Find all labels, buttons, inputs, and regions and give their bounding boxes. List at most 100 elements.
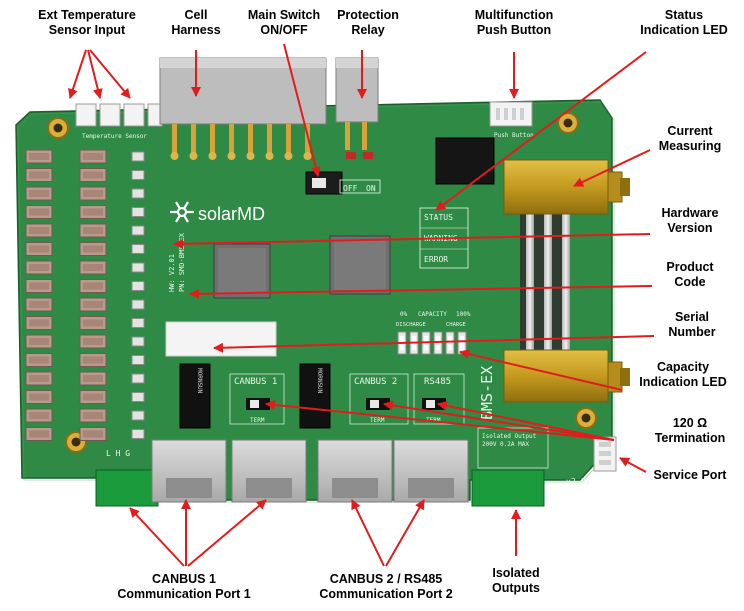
- smd-component: [131, 225, 145, 236]
- smd-component: [131, 410, 145, 421]
- solder-pad: [170, 152, 179, 160]
- svg-text:Temperature Sensor: Temperature Sensor: [82, 133, 147, 140]
- arrow-status-led: [435, 51, 647, 211]
- svg-text:solarMD: solarMD: [198, 204, 265, 224]
- svg-text:OFF: OFF: [343, 184, 358, 193]
- balancing-resistors: [25, 149, 145, 441]
- harness-pin: [191, 124, 196, 154]
- arrow-canbus2-a: [351, 499, 385, 567]
- svg-text:ON: ON: [366, 184, 376, 193]
- push-button-connector: Push Button: [489, 101, 534, 139]
- isolated-output-label: Isolated Output 200V 0.2A MAX: [477, 427, 549, 469]
- smd-component: [131, 170, 145, 180]
- solder-pad: [208, 152, 217, 160]
- arrow-termination-3: [437, 400, 615, 441]
- svg-text:MORNSUN: MORNSUN: [316, 368, 323, 394]
- svg-text:CAPACITY: CAPACITY: [418, 311, 447, 318]
- svg-text:CANBUS 2: CANBUS 2: [354, 377, 397, 387]
- arrow-ext-temp-1: [68, 49, 87, 99]
- cell-harness-connector: [159, 57, 327, 160]
- main-switch: OFF ON: [305, 171, 381, 195]
- svg-text:ERROR: ERROR: [424, 255, 448, 264]
- harness-pin: [248, 124, 253, 154]
- svg-text:Isolated Output: Isolated Output: [482, 433, 537, 440]
- arrow-serial-number: [213, 335, 655, 353]
- solder-pad: [284, 152, 293, 160]
- bms-ex-label: BMS-EX: [478, 366, 496, 420]
- svg-text:RS485: RS485: [424, 377, 451, 387]
- svg-text:100%: 100%: [456, 311, 471, 318]
- svg-text:CHARGE: CHARGE: [446, 322, 466, 328]
- svg-text:0%: 0%: [400, 311, 408, 318]
- rj45-ports: [151, 439, 469, 503]
- arrow-canbus1-c: [187, 499, 267, 567]
- service-port-connector: v2.01: [566, 436, 617, 486]
- harness-pin: [229, 124, 234, 154]
- arrow-termination-1: [265, 399, 615, 441]
- svg-text:Push Button: Push Button: [494, 132, 534, 139]
- solarmd-logo: solarMD: [170, 201, 265, 224]
- svg-text:TERM: TERM: [250, 417, 265, 424]
- harness-pin: [210, 124, 215, 154]
- smd-component: [131, 429, 145, 439]
- arrow-hardware-version: [173, 233, 651, 249]
- solder-pad: [227, 152, 236, 160]
- svg-text:HW: V2.01: HW: V2.01: [168, 254, 176, 292]
- svg-text:v2.01: v2.01: [566, 477, 590, 486]
- arrow-main-switch: [283, 43, 321, 177]
- solder-pad: [265, 152, 274, 160]
- svg-text:STATUS: STATUS: [424, 213, 453, 222]
- callout-arrows: [68, 43, 655, 567]
- solder-pad: [246, 152, 255, 160]
- svg-text:DISCHARGE: DISCHARGE: [396, 322, 426, 328]
- arrow-canbus2-b: [385, 499, 425, 567]
- arrow-canbus1-a: [129, 507, 185, 567]
- svg-text:MORNSUN: MORNSUN: [196, 368, 203, 394]
- smd-component: [131, 299, 145, 310]
- smd-component: [131, 392, 145, 402]
- temperature-connectors: Temperature Sensor: [75, 103, 163, 140]
- isolator-chips: MORNSUN MORNSUN: [179, 363, 331, 429]
- svg-text:CANBUS 1: CANBUS 1: [234, 377, 277, 387]
- power-module: [435, 137, 495, 185]
- svg-text:TERM: TERM: [370, 417, 385, 424]
- smd-component: [131, 336, 145, 347]
- svg-text:L H G: L H G: [106, 449, 130, 458]
- arrow-service-port: [619, 457, 647, 473]
- serial-number-label: [165, 321, 277, 357]
- smd-component: [131, 188, 145, 199]
- solder-pad: [303, 152, 312, 160]
- smd-component: [131, 373, 145, 384]
- hardware-version-marking: HW: V2.01 PN: SMD-BMS-EX: [168, 232, 186, 292]
- green-terminal-blocks: L H G: [95, 449, 545, 507]
- harness-pin: [267, 124, 272, 154]
- callout-service-port: Service Port: [653, 468, 727, 482]
- smd-component: [131, 244, 145, 254]
- smd-component: [131, 355, 145, 365]
- arrow-ext-temp-2: [87, 49, 103, 99]
- arrow-termination-2: [383, 400, 615, 441]
- solder-pad: [189, 152, 198, 160]
- arrow-ext-temp-3: [89, 49, 131, 99]
- arrow-current-measuring: [573, 149, 651, 187]
- harness-pin: [286, 124, 291, 154]
- smd-component: [131, 207, 145, 217]
- smd-component: [131, 262, 145, 273]
